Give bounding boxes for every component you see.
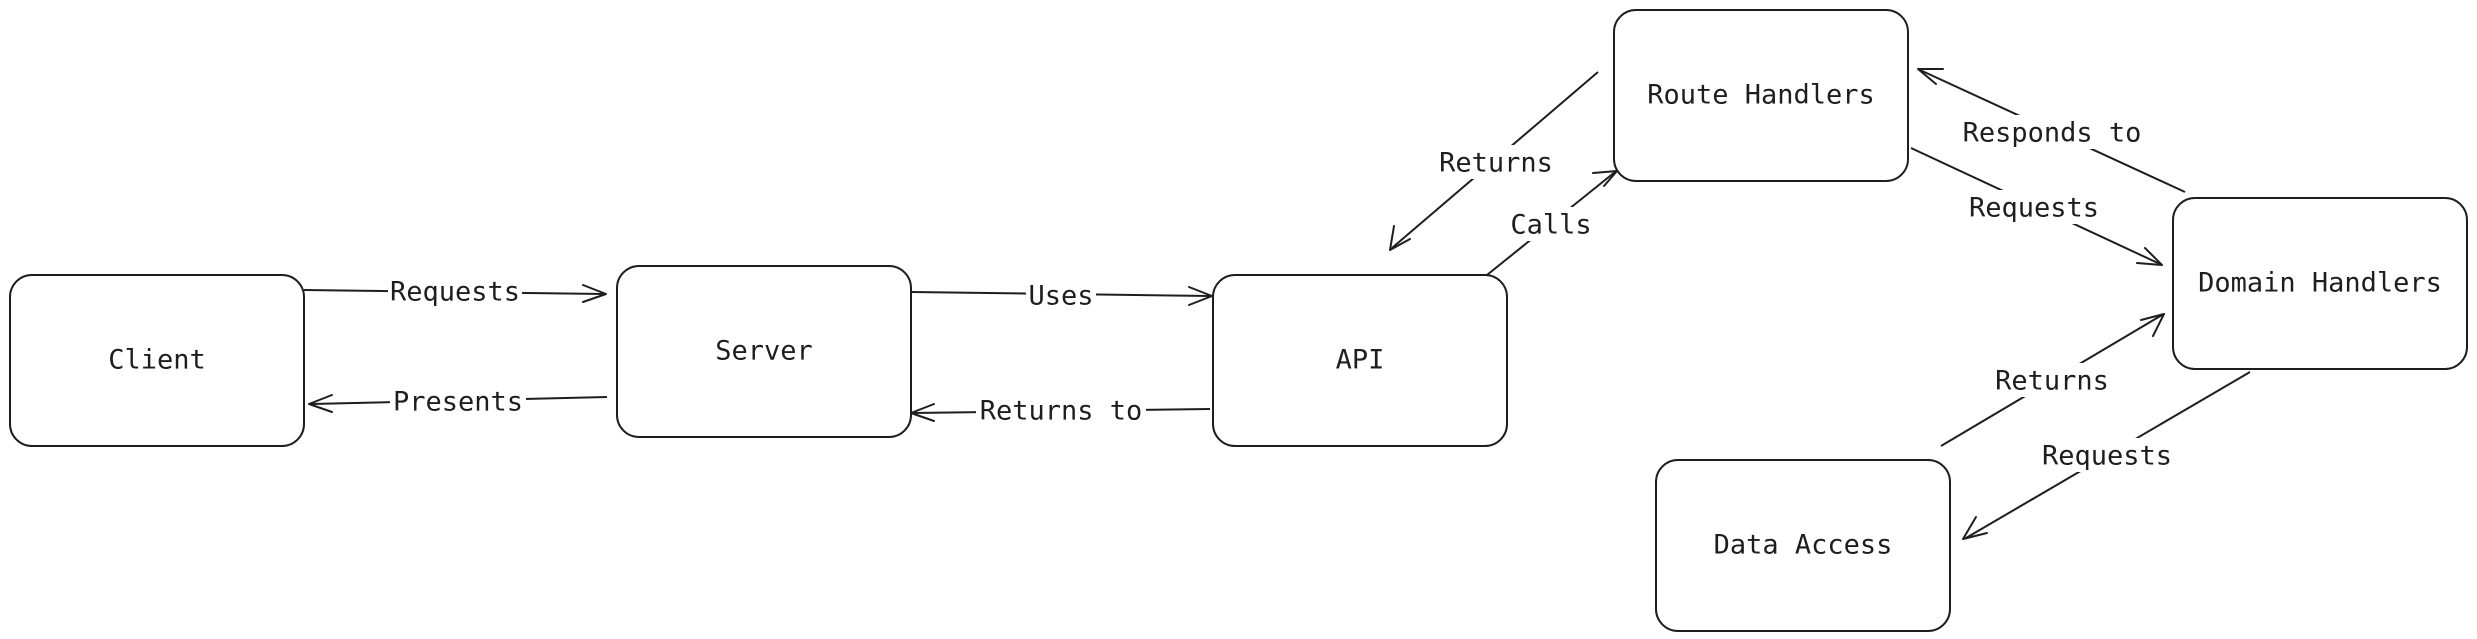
node-client[interactable]: Client [9, 274, 305, 447]
label-route-requests-domain: Requests [1966, 190, 2102, 224]
label-domain-responds-to-route: Responds to [1958, 115, 2146, 149]
edge-labels: Requests Presents Uses Returns to Calls … [388, 115, 2175, 472]
edge-label: Requests [390, 277, 520, 308]
node-api[interactable]: API [1212, 274, 1508, 447]
edge-label: Responds to [1963, 118, 2142, 149]
node-label-client: Client [108, 345, 206, 376]
node-route-handlers[interactable]: Route Handlers [1613, 9, 1909, 182]
node-label-server: Server [715, 336, 813, 367]
edge-label: Presents [393, 387, 523, 418]
edge-label: Requests [2042, 441, 2172, 472]
edge-label: Returns [1439, 148, 1553, 179]
label-api-returns-to-server: Returns to [976, 393, 1146, 427]
edge-label: Uses [1028, 281, 1093, 312]
node-label-domain-handlers: Domain Handlers [2198, 268, 2442, 299]
label-api-calls-route-handlers: Calls [1508, 207, 1594, 241]
label-domain-requests-data-access: Requests [2039, 438, 2175, 472]
label-route-handlers-returns-api: Returns [1437, 145, 1557, 179]
nodes: Client Server API Route Handlers Domain … [9, 9, 2468, 632]
label-server-presents-client: Presents [390, 384, 526, 418]
node-data-access[interactable]: Data Access [1655, 459, 1951, 632]
label-data-access-returns-domain: Returns [1992, 363, 2112, 397]
edge-label: Requests [1969, 193, 2099, 224]
label-server-uses-api: Uses [1026, 278, 1096, 312]
label-client-requests-server: Requests [388, 274, 522, 308]
node-server[interactable]: Server [616, 265, 912, 438]
node-domain-handlers[interactable]: Domain Handlers [2172, 197, 2468, 370]
node-label-route-handlers: Route Handlers [1647, 80, 1875, 111]
node-label-data-access: Data Access [1714, 530, 1893, 561]
edge-label: Returns to [980, 396, 1143, 427]
edge-label: Calls [1510, 210, 1591, 241]
edge-label: Returns [1995, 366, 2109, 397]
node-label-api: API [1336, 345, 1385, 376]
